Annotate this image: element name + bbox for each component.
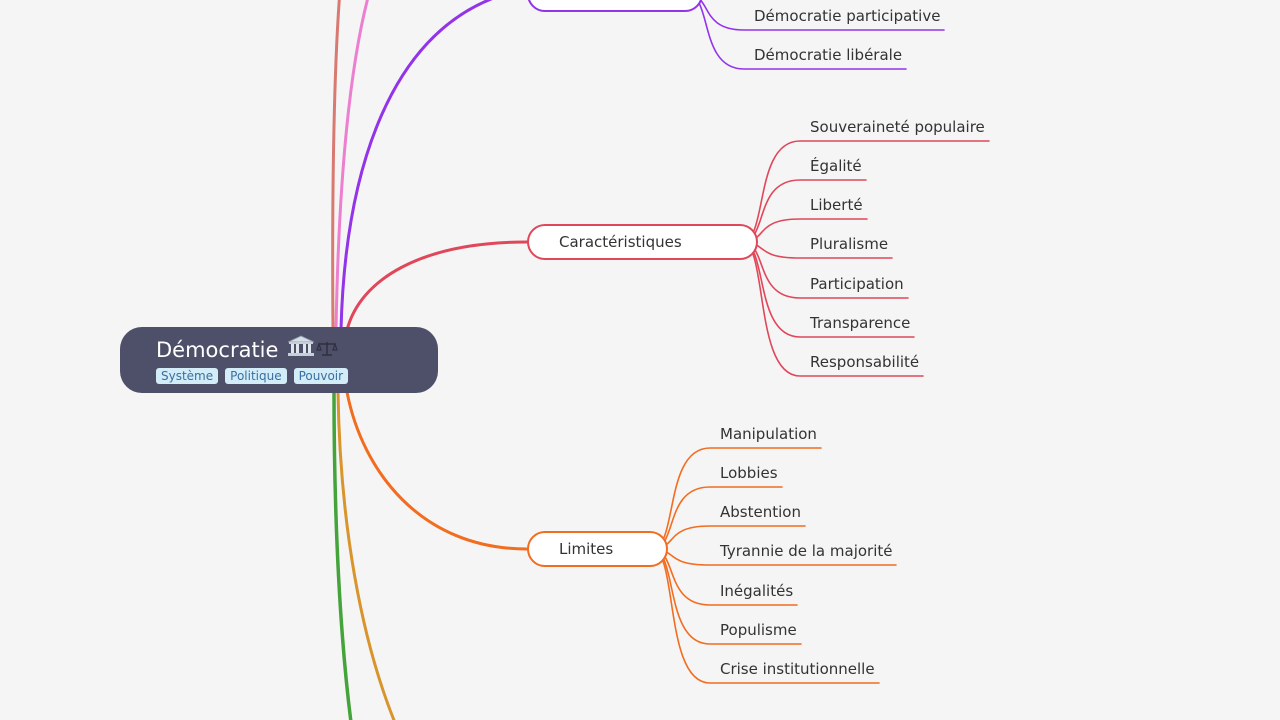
root-tags: Système Politique Pouvoir: [156, 368, 438, 384]
branch-node-caracteristiques[interactable]: Caractéristiques: [527, 224, 758, 260]
connector-caracteristiques: [345, 240, 529, 332]
leaf-inegalites[interactable]: Inégalités: [720, 582, 794, 600]
leaf-democratie-liberale[interactable]: Démocratie libérale: [754, 46, 903, 64]
tag-pouvoir[interactable]: Pouvoir: [293, 368, 349, 384]
tag-politique[interactable]: Politique: [225, 368, 287, 384]
connector-leaf-0-1: [696, 0, 907, 70]
leaf-democratie-participative[interactable]: Démocratie participative: [754, 7, 941, 25]
connector-offscreen-2: [334, 0, 369, 332]
branch-node-limites[interactable]: Limites: [527, 531, 668, 567]
root-node[interactable]: Démocratie: [120, 327, 438, 393]
leaf-manipulation[interactable]: Manipulation: [720, 425, 817, 443]
leaf-egalite[interactable]: Égalité: [810, 157, 862, 175]
leaf-liberte[interactable]: Liberté: [810, 196, 863, 214]
leaf-pluralisme[interactable]: Pluralisme: [810, 235, 889, 253]
leaf-tyrannie-de-la-majorite[interactable]: Tyrannie de la majorité: [720, 542, 893, 560]
leaf-crise-institutionnelle[interactable]: Crise institutionnelle: [720, 660, 875, 678]
leaf-transparence[interactable]: Transparence: [810, 314, 911, 332]
connector-types: [339, 0, 493, 332]
root-title-row: Démocratie: [156, 335, 438, 364]
connector-offscreen-3: [332, 390, 353, 720]
branch-node-types[interactable]: [527, 0, 703, 12]
connector-leaf-0-0: [699, 0, 945, 31]
connector-leaf-1-0: [741, 140, 990, 243]
classical-building-icon: [286, 335, 316, 364]
balance-scale-icon: [316, 336, 339, 364]
leaf-participation[interactable]: Participation: [810, 275, 904, 293]
leaf-populisme[interactable]: Populisme: [720, 621, 797, 639]
leaf-abstention[interactable]: Abstention: [720, 503, 801, 521]
branch-label: Limites: [559, 540, 614, 558]
branch-label: Caractéristiques: [559, 233, 682, 251]
connector-offscreen-4: [336, 390, 396, 720]
leaf-lobbies[interactable]: Lobbies: [720, 464, 778, 482]
leaf-souverainete-populaire[interactable]: Souveraineté populaire: [810, 118, 985, 136]
leaf-responsabilite[interactable]: Responsabilité: [810, 353, 920, 371]
connector-limites: [345, 390, 529, 551]
tag-systeme[interactable]: Système: [156, 368, 219, 384]
root-title: Démocratie: [156, 337, 279, 362]
connector-offscreen-1: [331, 0, 341, 332]
